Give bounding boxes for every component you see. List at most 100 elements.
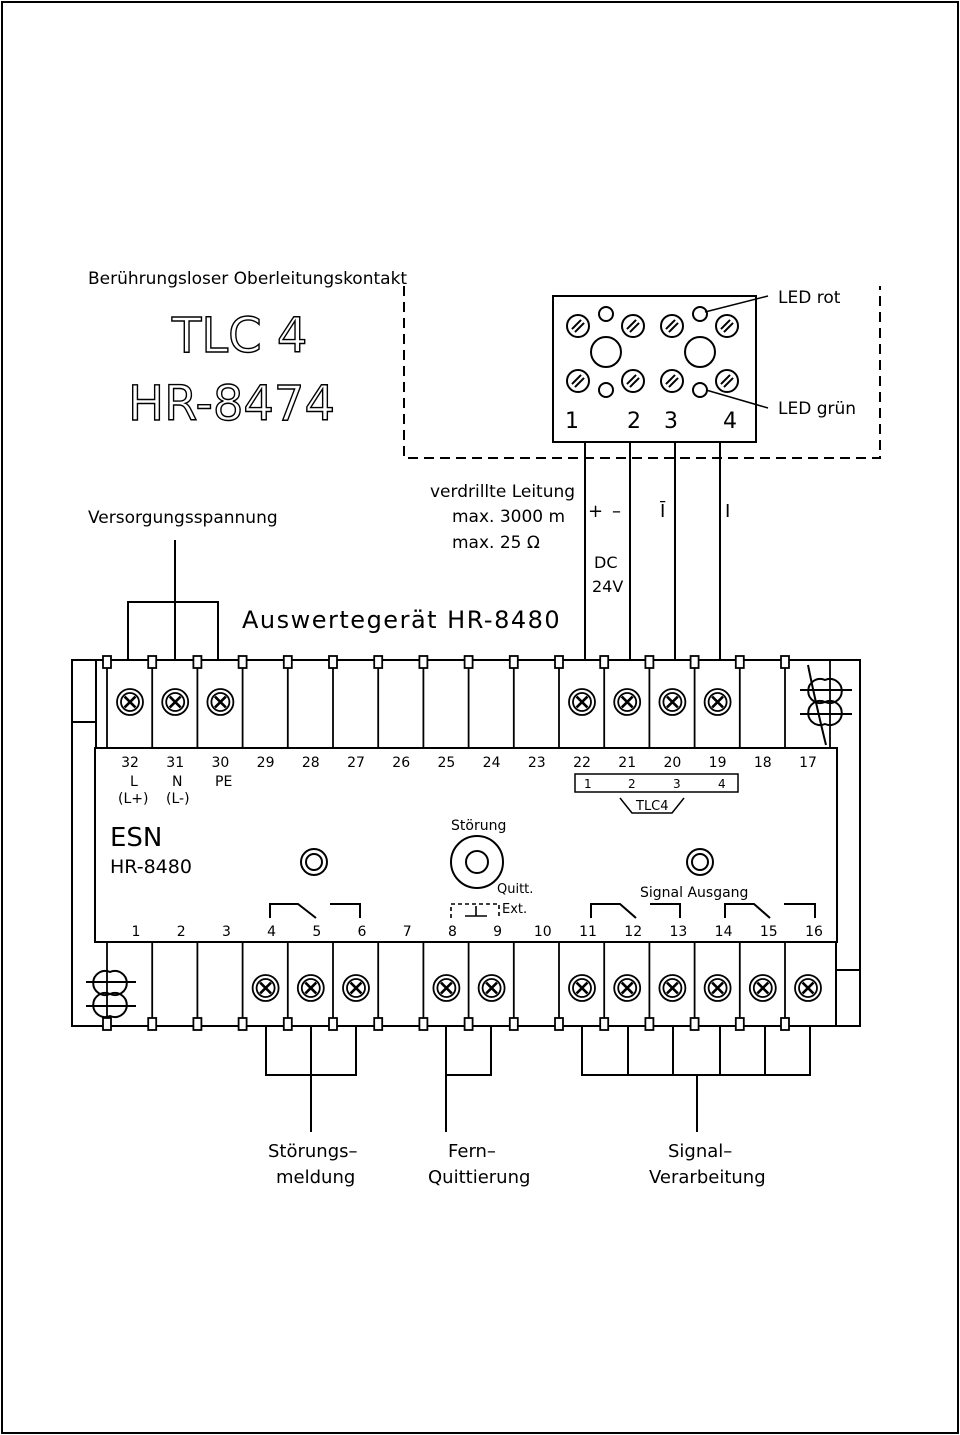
sensor-screw-icon	[715, 369, 739, 393]
bottom-terminal-number: 16	[805, 924, 823, 940]
tlc-box-number: 2	[628, 777, 636, 791]
top-terminal-number: 21	[618, 755, 636, 771]
signal-output-label: Signal Ausgang	[640, 885, 748, 901]
top-terminal-number: 23	[528, 755, 546, 771]
evaluator-title: Auswertegerät HR-8480	[242, 606, 561, 634]
remote-ack-pushbutton-icon	[465, 906, 487, 917]
sensor-terminal-number: 1	[565, 409, 579, 434]
sensor-terminal-numbers: 1 2 3 4	[565, 409, 737, 434]
top-terminal-number: 20	[663, 755, 681, 771]
reset-button[interactable]	[450, 835, 504, 889]
top-terminal-number: 27	[347, 755, 365, 771]
led-red-label: LED rot	[778, 288, 841, 308]
terminal-screw-icon	[703, 688, 732, 716]
sensor-terminal-number: 3	[664, 409, 678, 434]
tlc-box-number: 4	[718, 777, 726, 791]
terminal-screw-icon	[794, 974, 822, 1002]
bottom-terminal-number: 5	[312, 924, 321, 940]
mounting-clip-bottom	[86, 970, 136, 1018]
signal-output-line-2: Verarbeitung	[649, 1167, 766, 1188]
unit-model: HR-8480	[110, 856, 192, 878]
brand-label: ESN	[110, 823, 162, 853]
remote-output-line-1: Fern–	[448, 1141, 496, 1162]
signal-output-line-1: Signal–	[668, 1141, 732, 1162]
cable-line-1: verdrillte Leitung	[430, 482, 575, 502]
top-terminal-number: 30	[211, 755, 229, 771]
bottom-terminal-number: 9	[493, 924, 502, 940]
top-terminal-number: 19	[709, 755, 727, 771]
bottom-terminal-number: 3	[222, 924, 231, 940]
led-green-label: LED grün	[778, 399, 856, 419]
dc-label: DC	[594, 553, 618, 572]
top-terminal-number: 29	[257, 755, 275, 771]
bottom-terminal-number: 8	[448, 924, 457, 940]
sensor-description: Berührungsloser Oberleitungskontakt	[88, 269, 407, 289]
terminal-screw-icon	[206, 688, 235, 716]
terminal-screw-icon	[568, 688, 596, 716]
terminal-screw-icon	[342, 974, 370, 1002]
top-terminal-number: 31	[166, 755, 184, 771]
top-terminal-number: 26	[392, 755, 410, 771]
top-terminal-number: 25	[437, 755, 455, 771]
sensor-wires	[584, 442, 721, 660]
mounting-clip-top	[800, 664, 852, 746]
sensor-enclosure-dashed	[403, 286, 881, 459]
fault-relay-contact	[269, 903, 361, 919]
sensor-model: TLC 4	[171, 308, 307, 364]
supply-wires	[127, 540, 219, 660]
front-indicators	[300, 848, 714, 876]
bottom-terminal-number: 15	[760, 924, 778, 940]
bottom-terminal-number: 2	[177, 924, 186, 940]
top-terminal-number: 17	[799, 755, 817, 771]
bottom-terminal-number: 1	[132, 924, 141, 940]
evaluator-housing	[71, 659, 861, 1027]
led-green-icon	[692, 382, 708, 398]
pe-label: PE	[215, 774, 232, 790]
sensor-screw-icon	[621, 369, 645, 393]
terminal-screw-icon	[613, 688, 642, 716]
output-wires	[265, 1026, 811, 1132]
supply-label: Versorgungsspannung	[88, 508, 278, 528]
bottom-terminal-number: 12	[624, 924, 642, 940]
terminal-screw-icon	[568, 974, 596, 1002]
remote-ack-contact	[450, 903, 500, 918]
tlc-box-label: TLC4	[635, 799, 669, 814]
lminus-label: (L-)	[166, 791, 190, 807]
led-red-leader	[704, 295, 769, 313]
fault-label: Störung	[451, 818, 506, 834]
bottom-terminal-number: 14	[715, 924, 733, 940]
sensor-terminal-number: 2	[627, 409, 641, 434]
mounting-hole-icon	[590, 336, 622, 368]
bottom-terminal-number: 13	[669, 924, 687, 940]
fault-output-line-1: Störungs–	[268, 1141, 358, 1162]
tlc-box-number: 1	[584, 777, 592, 791]
bottom-terminal-number: 4	[267, 924, 276, 940]
l-label: L	[130, 774, 138, 790]
terminal-screw-icon	[748, 974, 777, 1002]
terminal-screw-icon	[477, 974, 506, 1002]
sensor-screw-icon	[660, 369, 684, 393]
bottom-terminal-number: 7	[403, 924, 412, 940]
led-green-leader	[705, 389, 769, 409]
fault-output-line-2: meldung	[276, 1167, 355, 1188]
sensor-screw-icon	[566, 314, 590, 338]
signal-relay-contact-2	[724, 903, 816, 919]
mounting-hole-icon	[684, 336, 716, 368]
sensor-box	[552, 295, 757, 443]
small-hole-icon	[598, 306, 614, 322]
top-terminal-number: 18	[754, 755, 772, 771]
signal-led-icon	[686, 848, 714, 876]
terminal-screw-icon	[116, 688, 144, 716]
tlc-input-bracket	[619, 797, 685, 814]
bottom-terminal-number: 10	[534, 924, 552, 940]
cable-line-2: max. 3000 m	[452, 507, 565, 527]
n-label: N	[172, 774, 182, 790]
top-terminal-number: 32	[121, 755, 139, 771]
terminal-screw-icon	[161, 688, 190, 716]
sensor-part-number: HR-8474	[128, 376, 335, 432]
front-panel	[94, 747, 838, 943]
sensor-screw-icon	[715, 314, 739, 338]
signal-i: I	[725, 501, 730, 522]
